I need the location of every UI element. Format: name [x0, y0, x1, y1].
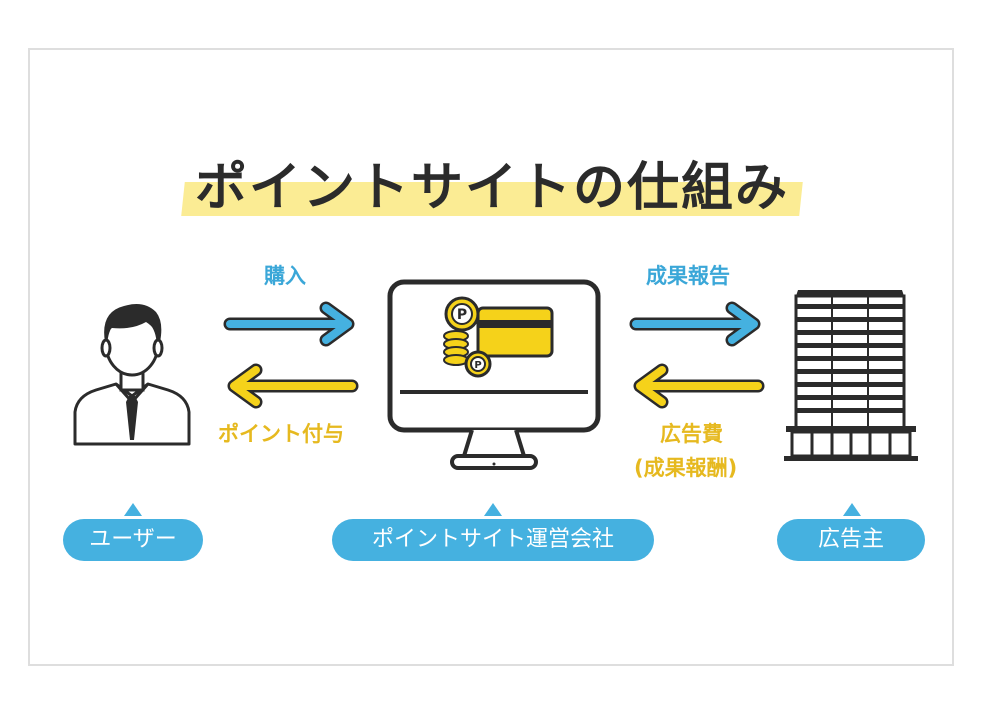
arrow-purchase-icon — [223, 301, 355, 347]
arrow-grant-points-icon — [227, 363, 359, 409]
label-ad-fee: 広告費 — [660, 422, 723, 446]
label-ad-fee-sub: (成果報酬) — [634, 456, 738, 480]
pointer-operator — [484, 503, 502, 516]
title-container: ポイントサイトの仕組み — [0, 145, 984, 220]
pointer-user — [124, 503, 142, 516]
label-result-report: 成果報告 — [646, 264, 730, 288]
monitor-icon: P P — [387, 279, 601, 470]
coin-mark: P — [457, 307, 467, 323]
building-icon — [784, 290, 918, 461]
actor-operator-badge: ポイントサイト運営会社 — [332, 519, 654, 561]
actor-advertiser-badge: 広告主 — [777, 519, 925, 561]
title-text: ポイントサイトの仕組み — [194, 158, 789, 218]
actor-user-badge: ユーザー — [63, 519, 203, 561]
arrow-ad-fee-icon — [633, 363, 765, 409]
label-purchase: 購入 — [264, 264, 306, 288]
label-grant-points: ポイント付与 — [218, 422, 344, 446]
pointer-advertiser — [843, 503, 861, 516]
page-title: ポイントサイトの仕組み — [181, 145, 803, 220]
person-icon — [73, 304, 191, 446]
arrow-result-report-icon — [629, 301, 761, 347]
coin-mark-small: P — [474, 360, 481, 371]
